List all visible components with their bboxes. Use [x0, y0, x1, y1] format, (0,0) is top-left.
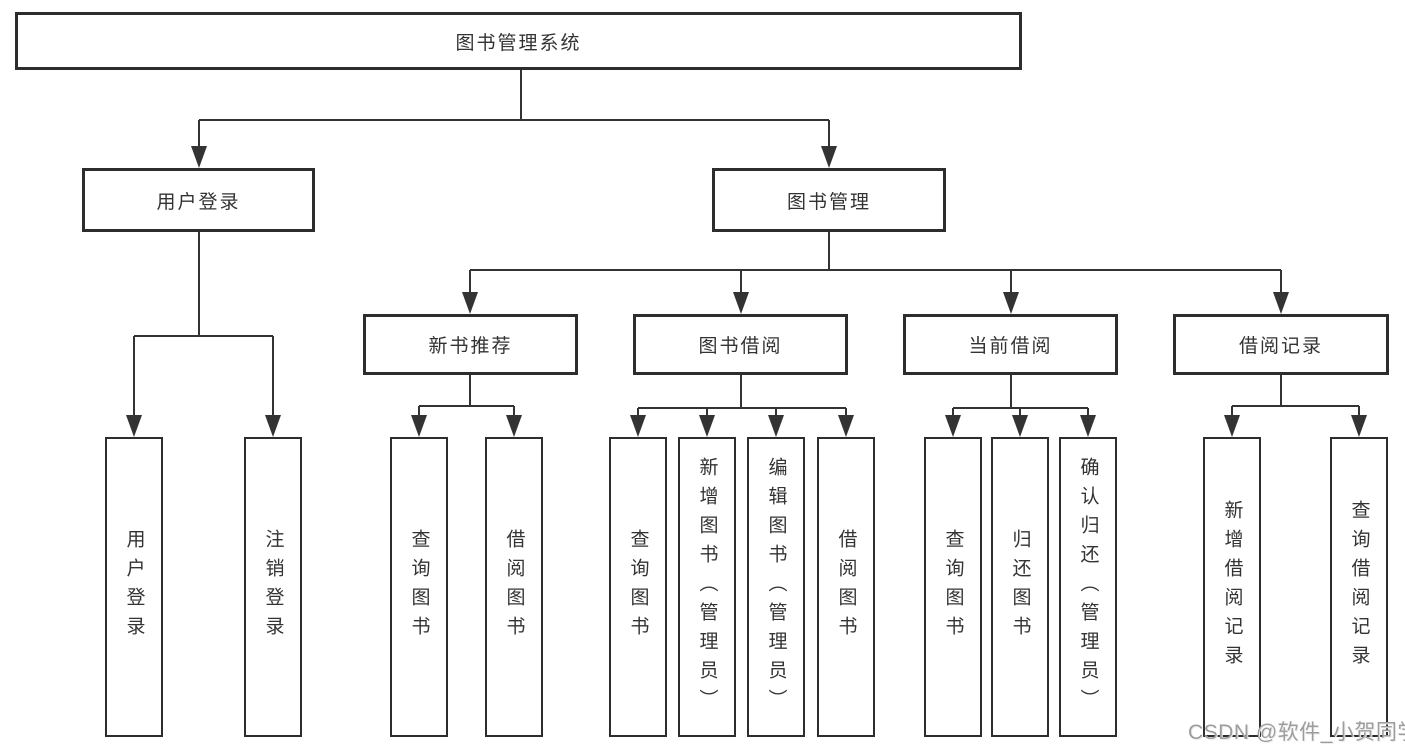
leaf-borrow-books-recommend-label: 借阅图书 — [503, 529, 525, 645]
leaf-logout: 注销登录 — [244, 437, 302, 737]
leaf-add-book-admin: 新增图书（管理员） — [678, 437, 736, 737]
leaf-query-books-current: 查询图书 — [924, 437, 982, 737]
node-book-management: 图书管理 — [712, 168, 946, 232]
leaf-edit-book-admin: 编辑图书（管理员） — [747, 437, 805, 737]
leaf-edit-book-admin-label: 编辑图书（管理员） — [765, 456, 787, 718]
leaf-borrow-books-label: 借阅图书 — [835, 529, 857, 645]
leaf-query-books-current-label: 查询图书 — [942, 529, 964, 645]
leaf-logout-label: 注销登录 — [262, 529, 284, 645]
leaf-query-books-recommend: 查询图书 — [390, 437, 448, 737]
leaf-query-books-borrow: 查询图书 — [609, 437, 667, 737]
leaf-borrow-books-recommend: 借阅图书 — [485, 437, 543, 737]
node-borrow-records-label: 借阅记录 — [1238, 336, 1323, 357]
node-new-book-recommend: 新书推荐 — [363, 314, 578, 375]
leaf-query-books-borrow-label: 查询图书 — [627, 529, 649, 645]
leaf-confirm-return-admin-label: 确认归还（管理员） — [1077, 456, 1099, 718]
node-book-management-label: 图书管理 — [786, 191, 871, 213]
node-root: 图书管理系统 — [15, 12, 1022, 70]
leaf-user-login: 用户登录 — [105, 437, 163, 737]
node-book-borrow-label: 图书借阅 — [698, 336, 783, 357]
leaf-query-books-recommend-label: 查询图书 — [408, 529, 430, 645]
leaf-add-borrow-record-label: 新增借阅记录 — [1221, 500, 1243, 674]
node-root-label: 图书管理系统 — [455, 32, 582, 54]
leaf-query-borrow-record: 查询借阅记录 — [1330, 437, 1388, 737]
leaf-borrow-books: 借阅图书 — [817, 437, 875, 737]
node-user-login: 用户登录 — [82, 168, 315, 232]
node-borrow-records: 借阅记录 — [1173, 314, 1389, 375]
leaf-confirm-return-admin: 确认归还（管理员） — [1059, 437, 1117, 737]
node-book-borrow: 图书借阅 — [633, 314, 848, 375]
node-user-login-label: 用户登录 — [156, 191, 241, 213]
leaf-add-book-admin-label: 新增图书（管理员） — [696, 456, 718, 718]
leaf-return-book: 归还图书 — [991, 437, 1049, 737]
leaf-user-login-label: 用户登录 — [123, 529, 145, 645]
csdn-watermark: CSDN @软件_小贺同学 — [1188, 721, 1405, 744]
node-current-borrow-label: 当前借阅 — [968, 336, 1053, 357]
leaf-query-borrow-record-label: 查询借阅记录 — [1348, 500, 1370, 674]
leaf-return-book-label: 归还图书 — [1009, 529, 1031, 645]
node-current-borrow: 当前借阅 — [903, 314, 1118, 375]
leaf-add-borrow-record: 新增借阅记录 — [1203, 437, 1261, 737]
node-new-book-recommend-label: 新书推荐 — [428, 336, 513, 357]
